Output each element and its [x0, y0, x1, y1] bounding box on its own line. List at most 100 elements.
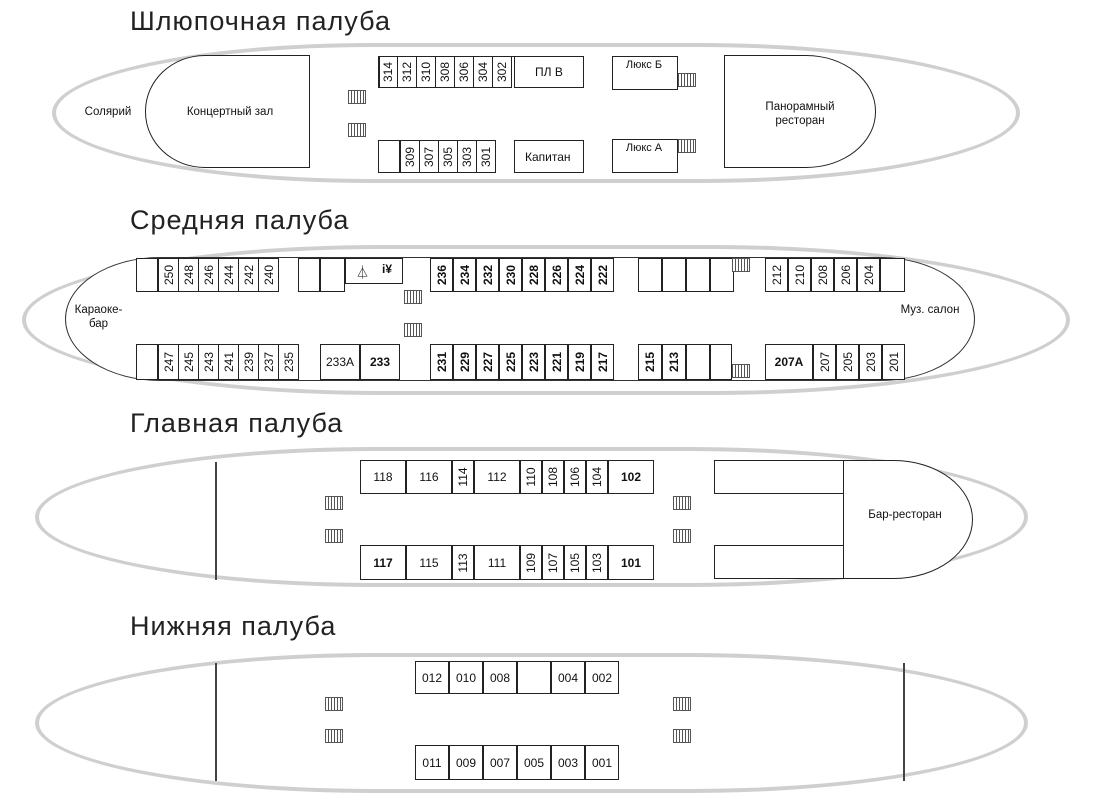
cabin-301[interactable]: 301: [476, 140, 496, 173]
cabin-empty[interactable]: [298, 258, 320, 292]
cabin-247[interactable]: 247: [158, 344, 179, 380]
cabin-112[interactable]: 112: [474, 460, 520, 494]
cabin-001[interactable]: 001: [585, 745, 619, 780]
cabin-pl-v[interactable]: ПЛ В: [514, 56, 584, 88]
stairs-icon[interactable]: [348, 123, 366, 137]
cabin-empty[interactable]: [136, 344, 158, 380]
cabin-237[interactable]: 237: [258, 344, 279, 380]
cabin-307[interactable]: 307: [419, 140, 439, 173]
main-room-bottom-right[interactable]: [714, 545, 844, 579]
cabin-117[interactable]: 117: [360, 545, 406, 580]
cabin-302[interactable]: 302: [492, 56, 512, 88]
cabin-113[interactable]: 113: [452, 545, 474, 580]
cabin-107[interactable]: 107: [542, 545, 564, 580]
cabin-212[interactable]: 212: [765, 258, 788, 292]
cabin-101[interactable]: 101: [608, 545, 654, 580]
cabin-219[interactable]: 219: [568, 344, 591, 380]
bar-restaurant[interactable]: [843, 460, 973, 579]
cabin-233A[interactable]: 233A: [320, 344, 360, 380]
cabin-003[interactable]: 003: [551, 745, 585, 780]
cabin-206[interactable]: 206: [834, 258, 857, 292]
stairs-icon[interactable]: [732, 258, 750, 272]
cabin-002[interactable]: 002: [585, 661, 619, 694]
cabin-309[interactable]: 309: [400, 140, 420, 173]
cabin-empty[interactable]: [880, 258, 905, 292]
cabin-223[interactable]: 223: [522, 344, 545, 380]
cabin-201[interactable]: 201: [882, 344, 905, 380]
cabin-102[interactable]: 102: [608, 460, 654, 494]
cabin-207[interactable]: 207: [813, 344, 836, 380]
cabin-empty[interactable]: [662, 258, 686, 292]
stairs-icon[interactable]: [673, 529, 691, 543]
panoramic-restaurant[interactable]: [724, 55, 876, 168]
cabin-empty[interactable]: [710, 344, 732, 380]
cabin-236[interactable]: 236: [430, 258, 453, 292]
stairs-icon[interactable]: [325, 529, 343, 543]
main-room-top-right[interactable]: [714, 460, 844, 494]
cabin-010[interactable]: 010: [449, 661, 483, 694]
cabin-224[interactable]: 224: [568, 258, 591, 292]
cabin-234[interactable]: 234: [453, 258, 476, 292]
cabin-245[interactable]: 245: [178, 344, 199, 380]
cabin-204[interactable]: 204: [857, 258, 880, 292]
cabin-232[interactable]: 232: [476, 258, 499, 292]
cabin-115[interactable]: 115: [406, 545, 452, 580]
stairs-icon[interactable]: [678, 139, 696, 153]
cabin-empty[interactable]: [686, 258, 710, 292]
stairs-icon[interactable]: [673, 697, 691, 711]
cabin-233[interactable]: 233: [360, 344, 400, 380]
cabin-210[interactable]: 210: [788, 258, 811, 292]
cabin-242[interactable]: 242: [238, 258, 259, 292]
stairs-icon[interactable]: [404, 290, 422, 304]
cabin-104[interactable]: 104: [586, 460, 608, 494]
stairs-icon[interactable]: [732, 364, 750, 378]
stairs-icon[interactable]: [673, 729, 691, 743]
cabin-226[interactable]: 226: [545, 258, 568, 292]
cabin-215[interactable]: 215: [638, 344, 662, 380]
cabin-empty[interactable]: [710, 258, 734, 292]
cabin-314[interactable]: 314: [378, 56, 398, 88]
cabin-205[interactable]: 205: [836, 344, 859, 380]
cabin-captain[interactable]: Капитан: [514, 140, 584, 173]
cabin-250[interactable]: 250: [158, 258, 179, 292]
cabin-305[interactable]: 305: [438, 140, 458, 173]
cabin-lux-b[interactable]: Люкс Б: [612, 56, 678, 90]
cabin-empty[interactable]: [136, 258, 158, 292]
cabin-005[interactable]: 005: [517, 745, 551, 780]
cabin-229[interactable]: 229: [453, 344, 476, 380]
cabin-109[interactable]: 109: [520, 545, 542, 580]
cabin-011[interactable]: 011: [415, 745, 449, 780]
cabin-312[interactable]: 312: [397, 56, 417, 88]
cabin-222[interactable]: 222: [591, 258, 614, 292]
cabin-228[interactable]: 228: [522, 258, 545, 292]
cabin-111[interactable]: 111: [474, 545, 520, 580]
cabin-241[interactable]: 241: [218, 344, 239, 380]
cabin-114[interactable]: 114: [452, 460, 474, 494]
cabin-118[interactable]: 118: [360, 460, 406, 494]
stairs-icon[interactable]: [325, 729, 343, 743]
cabin-empty[interactable]: [686, 344, 710, 380]
cabin-empty[interactable]: [517, 661, 551, 694]
stairs-icon[interactable]: [678, 73, 696, 87]
cabin-004[interactable]: 004: [551, 661, 585, 694]
cabin-231[interactable]: 231: [430, 344, 453, 380]
cabin-227[interactable]: 227: [476, 344, 499, 380]
cabin-230[interactable]: 230: [499, 258, 522, 292]
stairs-icon[interactable]: [673, 496, 691, 510]
cabin-110[interactable]: 110: [520, 460, 542, 494]
stairs-icon[interactable]: [325, 697, 343, 711]
cabin-empty[interactable]: [638, 258, 662, 292]
cabin-009[interactable]: 009: [449, 745, 483, 780]
concert-hall[interactable]: [145, 55, 310, 168]
cabin-244[interactable]: 244: [218, 258, 239, 292]
shower-wc[interactable]: ⏃ i¥: [345, 258, 403, 284]
cabin-248[interactable]: 248: [178, 258, 199, 292]
cabin-310[interactable]: 310: [416, 56, 436, 88]
cabin-239[interactable]: 239: [238, 344, 259, 380]
cabin-246[interactable]: 246: [198, 258, 219, 292]
cabin-235[interactable]: 235: [278, 344, 299, 380]
cabin-217[interactable]: 217: [591, 344, 614, 380]
cabin-225[interactable]: 225: [499, 344, 522, 380]
cabin-308[interactable]: 308: [435, 56, 455, 88]
cabin-208[interactable]: 208: [811, 258, 834, 292]
